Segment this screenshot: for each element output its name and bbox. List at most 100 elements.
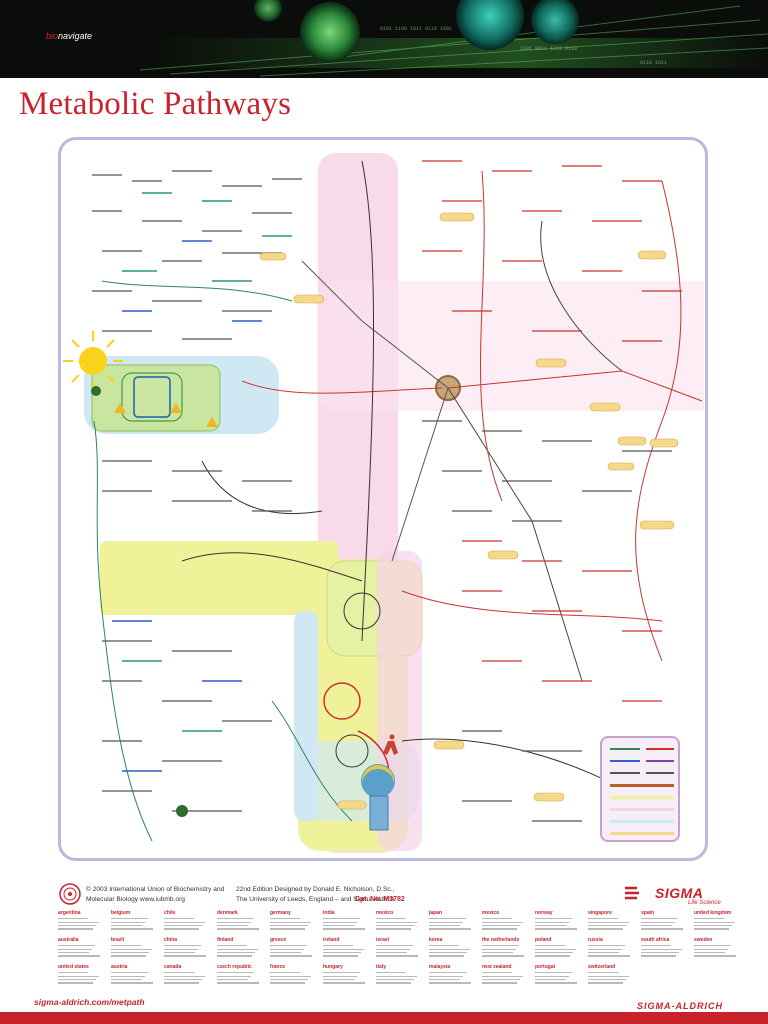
office-entry: finland (217, 937, 263, 959)
office-entry: poland (535, 937, 581, 959)
bottom-brand-bar (0, 1012, 768, 1024)
svg-text:1101 0011 1010 0110: 1101 0011 1010 0110 (520, 46, 577, 52)
office-entry: spain (641, 910, 687, 932)
office-country: italy (376, 964, 387, 970)
sigma-aldrich-wordmark: SIGMA-ALDRICH (637, 1001, 723, 1011)
office-entry: chile (164, 910, 210, 932)
office-country: israel (376, 937, 390, 943)
office-country: india (323, 910, 335, 916)
office-entry: china (164, 937, 210, 959)
office-country: mexico (482, 910, 500, 916)
office-country: greece (270, 937, 287, 943)
office-entry: france (270, 964, 316, 986)
website-url[interactable]: sigma-aldrich.com/metpath (34, 997, 145, 1007)
office-country: australia (58, 937, 79, 943)
office-entry: norway (535, 910, 581, 932)
office-country: south africa (641, 937, 670, 943)
office-country: canada (164, 964, 182, 970)
office-country: japan (429, 910, 443, 916)
svg-text:0110 1011: 0110 1011 (640, 60, 667, 66)
office-entry: the netherlands (482, 937, 528, 959)
office-entry: switzerland (588, 964, 634, 986)
sigma-wordmark: SIGMA (655, 885, 704, 901)
catalog-number: Cat. No. M3782 (355, 896, 405, 903)
copyright-line-2: Molecular Biology www.iubmb.org (86, 896, 185, 903)
iubmb-logo (59, 883, 81, 905)
header-banner: 0101 1100 1011 0110 1001 1101 0011 1010 … (0, 0, 768, 78)
office-country: norway (535, 910, 553, 916)
banner-artwork: 0101 1100 1011 0110 1001 1101 0011 1010 … (0, 0, 768, 78)
office-directory: argentina belgium chile denmark germany india… (58, 910, 748, 990)
office-entry: japan (429, 910, 475, 932)
office-country: belgium (111, 910, 131, 916)
office-country: germany (270, 910, 291, 916)
office-country: russia (588, 937, 603, 943)
fatty-acid-region (100, 541, 338, 615)
office-country: sweden (694, 937, 713, 943)
office-country: spain (641, 910, 655, 916)
office-entry: canada (164, 964, 210, 986)
office-country: france (270, 964, 286, 970)
office-country: new zealand (482, 964, 512, 970)
office-entry: korea (429, 937, 475, 959)
office-entry: malaysia (429, 964, 475, 986)
office-country: united states (58, 964, 89, 970)
office-entry: czech republic (217, 964, 263, 986)
office-country: argentina (58, 910, 81, 916)
copyright-line-1: © 2003 International Union of Biochemist… (86, 886, 225, 893)
office-entry: belgium (111, 910, 157, 932)
office-entry: austria (111, 964, 157, 986)
office-country: finland (217, 937, 234, 943)
office-entry: hungary (323, 964, 369, 986)
office-country: chile (164, 910, 176, 916)
office-country: malaysia (429, 964, 451, 970)
office-entry: australia (58, 937, 104, 959)
office-country: china (164, 937, 178, 943)
office-entry: germany (270, 910, 316, 932)
office-entry: singapore (588, 910, 634, 932)
office-entry: argentina (58, 910, 104, 932)
banner-teal-cell (456, 0, 524, 50)
office-country: switzerland (588, 964, 616, 970)
office-entry: greece (270, 937, 316, 959)
office-country: austria (111, 964, 128, 970)
sun-icon (63, 331, 123, 391)
office-country: korea (429, 937, 443, 943)
office-entry: sweden (694, 937, 740, 959)
office-entry: ireland (323, 937, 369, 959)
runner-icon (383, 734, 398, 755)
office-entry: russia (588, 937, 634, 959)
page-title: Metabolic Pathways (19, 86, 292, 122)
office-entry: mexico (376, 910, 422, 932)
office-country: denmark (217, 910, 238, 916)
atp-synthase-icon (361, 764, 395, 831)
office-country: united kingdom (694, 910, 732, 916)
office-entry: india (323, 910, 369, 932)
sigma-logo-icon (625, 886, 639, 900)
chloroplast-icon (91, 372, 188, 817)
metabolic-pathway-map (63, 153, 704, 853)
office-country: hungary (323, 964, 343, 970)
office-country: ireland (323, 937, 340, 943)
office-country: portugal (535, 964, 555, 970)
office-entry: new zealand (482, 964, 528, 986)
office-entry: united kingdom (694, 910, 740, 932)
office-country: the netherlands (482, 937, 520, 943)
edition-line-1: 22nd Edition Designed by Donald E. Nicho… (236, 886, 395, 893)
office-country: brazil (111, 937, 125, 943)
svg-text:0101 1100 1011 0110 1001: 0101 1100 1011 0110 1001 (380, 26, 452, 32)
office-country: mexico (376, 910, 394, 916)
edition-line-2: The University of Leeds, England – and S… (236, 896, 395, 903)
office-entry: brazil (111, 937, 157, 959)
office-country: singapore (588, 910, 612, 916)
map-legend (600, 736, 680, 842)
banner-green-cell (300, 2, 360, 62)
bionavigate-brand: bionavigate (46, 31, 93, 41)
office-entry: mexico (482, 910, 528, 932)
office-entry: south africa (641, 937, 687, 959)
office-entry: portugal (535, 964, 581, 986)
office-country: poland (535, 937, 552, 943)
office-country: czech republic (217, 964, 252, 970)
sigma-tagline: Life Science (688, 900, 721, 906)
office-entry: italy (376, 964, 422, 986)
